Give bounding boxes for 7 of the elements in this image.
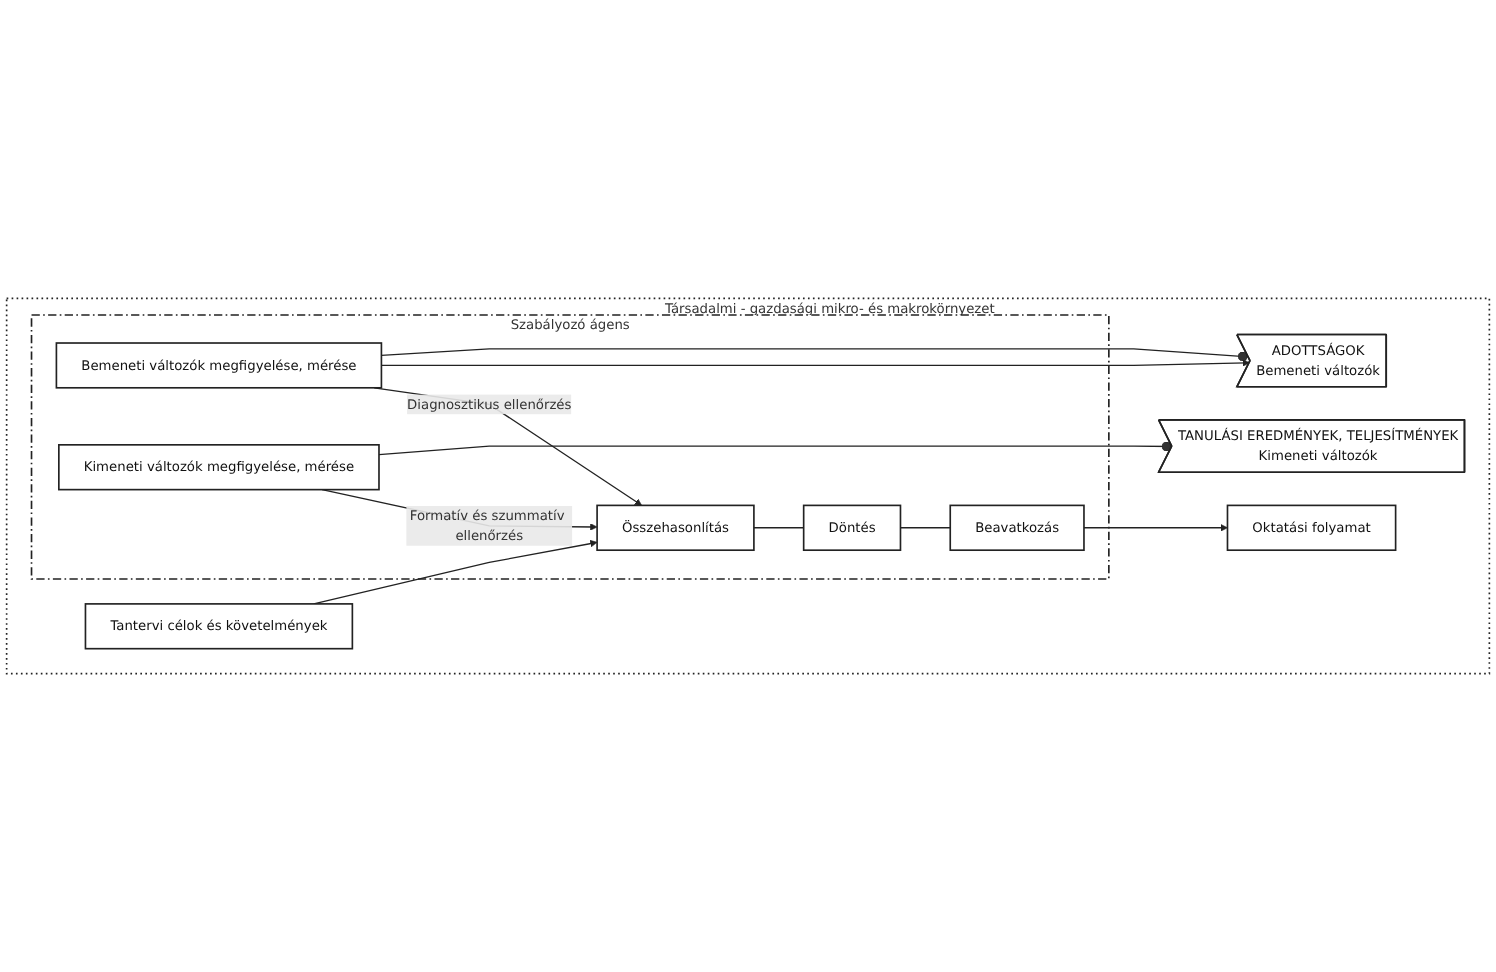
connector: [380, 348, 1249, 362]
arrow: [380, 359, 1250, 367]
connector: [378, 441, 1173, 456]
connector: [753, 527, 805, 529]
arrow: [1083, 524, 1228, 532]
arrow: [313, 540, 598, 605]
connector: [899, 527, 951, 529]
